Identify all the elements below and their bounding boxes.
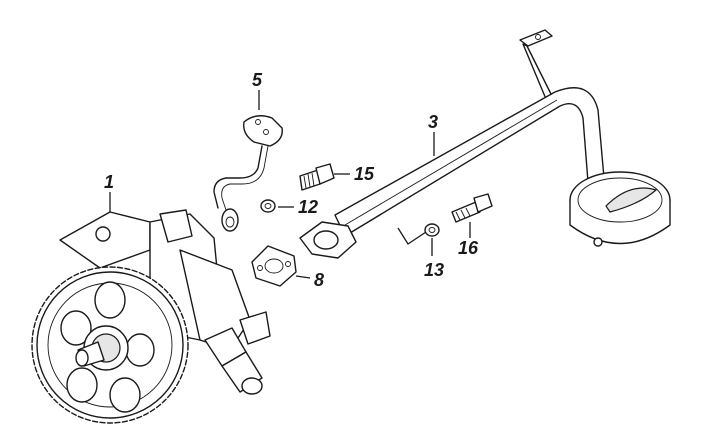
part-16-bolt — [451, 193, 493, 223]
part-8-gasket — [251, 245, 297, 287]
part-5-oil-line — [213, 115, 283, 232]
part-15-bolt — [299, 163, 335, 191]
leader-lines — [109, 90, 471, 279]
part-12-washer — [260, 199, 276, 213]
callout-15: 15 — [354, 164, 375, 184]
callout-3: 3 — [428, 112, 438, 132]
callout-16: 16 — [458, 238, 479, 258]
callout-labels: 1 3 5 8 12 13 15 16 — [104, 70, 479, 290]
callout-12: 12 — [298, 197, 318, 217]
callout-5: 5 — [252, 70, 263, 90]
part-13-washer — [424, 223, 440, 237]
callout-8: 8 — [314, 270, 324, 290]
callout-13: 13 — [424, 260, 444, 280]
part-1-oil-pump-assembly — [31, 209, 271, 424]
callout-1: 1 — [104, 172, 114, 192]
part-3-oil-suction-pipe — [299, 29, 671, 259]
